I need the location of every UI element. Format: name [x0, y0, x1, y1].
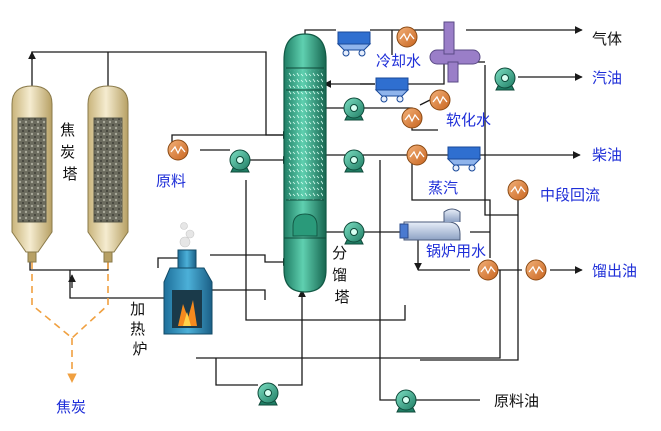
- coke-discharge: [31, 262, 109, 383]
- coke-tower-left: [11, 85, 53, 263]
- coke-tower-label: 焦 炭 塔: [60, 121, 80, 183]
- heating-furnace: [163, 222, 213, 335]
- heat-exchanger-icon: [396, 26, 418, 48]
- pump-icon: [343, 149, 365, 173]
- furnace-char-2: 热: [130, 320, 145, 338]
- fractionator-label: 分 馏 塔: [332, 244, 352, 306]
- cooling-water-label: 冷却水: [376, 52, 421, 70]
- heat-exchanger-icon: [525, 259, 547, 281]
- coke-tower-char-3: 塔: [62, 165, 77, 183]
- fractionator-column: [283, 33, 327, 293]
- heat-exchanger-icon: [507, 179, 529, 201]
- pipe-drum1-top: [31, 51, 267, 120]
- heat-exchanger-icon: [406, 144, 428, 166]
- heat-exchanger-icon: [429, 89, 451, 111]
- coke-tower-right: [87, 85, 129, 263]
- fractionator-char-1: 分: [332, 244, 347, 262]
- gas-label: 气体: [592, 30, 622, 48]
- pump-icon: [257, 382, 279, 406]
- heat-exchangers: [167, 26, 547, 281]
- diesel-label: 柴油: [592, 146, 622, 164]
- coke-tower-char-2: 炭: [60, 143, 75, 161]
- piping: [28, 26, 583, 401]
- distillate-oil-label: 馏出油: [592, 262, 637, 280]
- gas-oil-separator: [429, 21, 481, 83]
- pump-icon: [343, 221, 365, 245]
- pump-icon: [229, 149, 251, 173]
- pump-icon: [343, 97, 365, 121]
- boiler-water-label: 锅炉用水: [426, 242, 486, 260]
- pump-icon: [395, 389, 417, 413]
- feed-oil-label: 原料油: [494, 392, 539, 410]
- pump-icon: [494, 67, 516, 91]
- gasoline-label: 汽油: [592, 69, 622, 87]
- fractionator-char-3: 塔: [334, 288, 349, 306]
- mid-reflux-label: 中段回流: [540, 186, 600, 204]
- softened-water-label: 软化水: [446, 111, 491, 129]
- coke-tower-char-1: 焦: [60, 121, 75, 139]
- air-cooler-mid: [374, 77, 410, 103]
- heat-exchanger-icon: [167, 139, 189, 161]
- coke-label: 焦炭: [56, 398, 86, 416]
- stream-labels: 原料 冷却水 气体 汽油 软化水 柴油 蒸汽 中段回流 锅炉用水 馏出油 焦炭 …: [56, 30, 637, 416]
- waste-heat-boiler: [399, 208, 461, 241]
- pumps: [229, 67, 516, 413]
- heat-exchanger-icon: [401, 107, 423, 129]
- furnace-char-1: 加: [130, 300, 145, 318]
- feed-label: 原料: [156, 172, 186, 190]
- furnace-char-3: 炉: [132, 340, 147, 358]
- furnace-label: 加 热 炉: [130, 300, 150, 358]
- steam-label: 蒸汽: [428, 179, 458, 197]
- fractionator-char-2: 馏: [332, 266, 347, 284]
- smoke-icon: [179, 222, 195, 248]
- heat-exchanger-icon: [477, 259, 499, 281]
- air-cooler-top: [336, 31, 372, 57]
- air-cooler-diesel: [446, 146, 482, 172]
